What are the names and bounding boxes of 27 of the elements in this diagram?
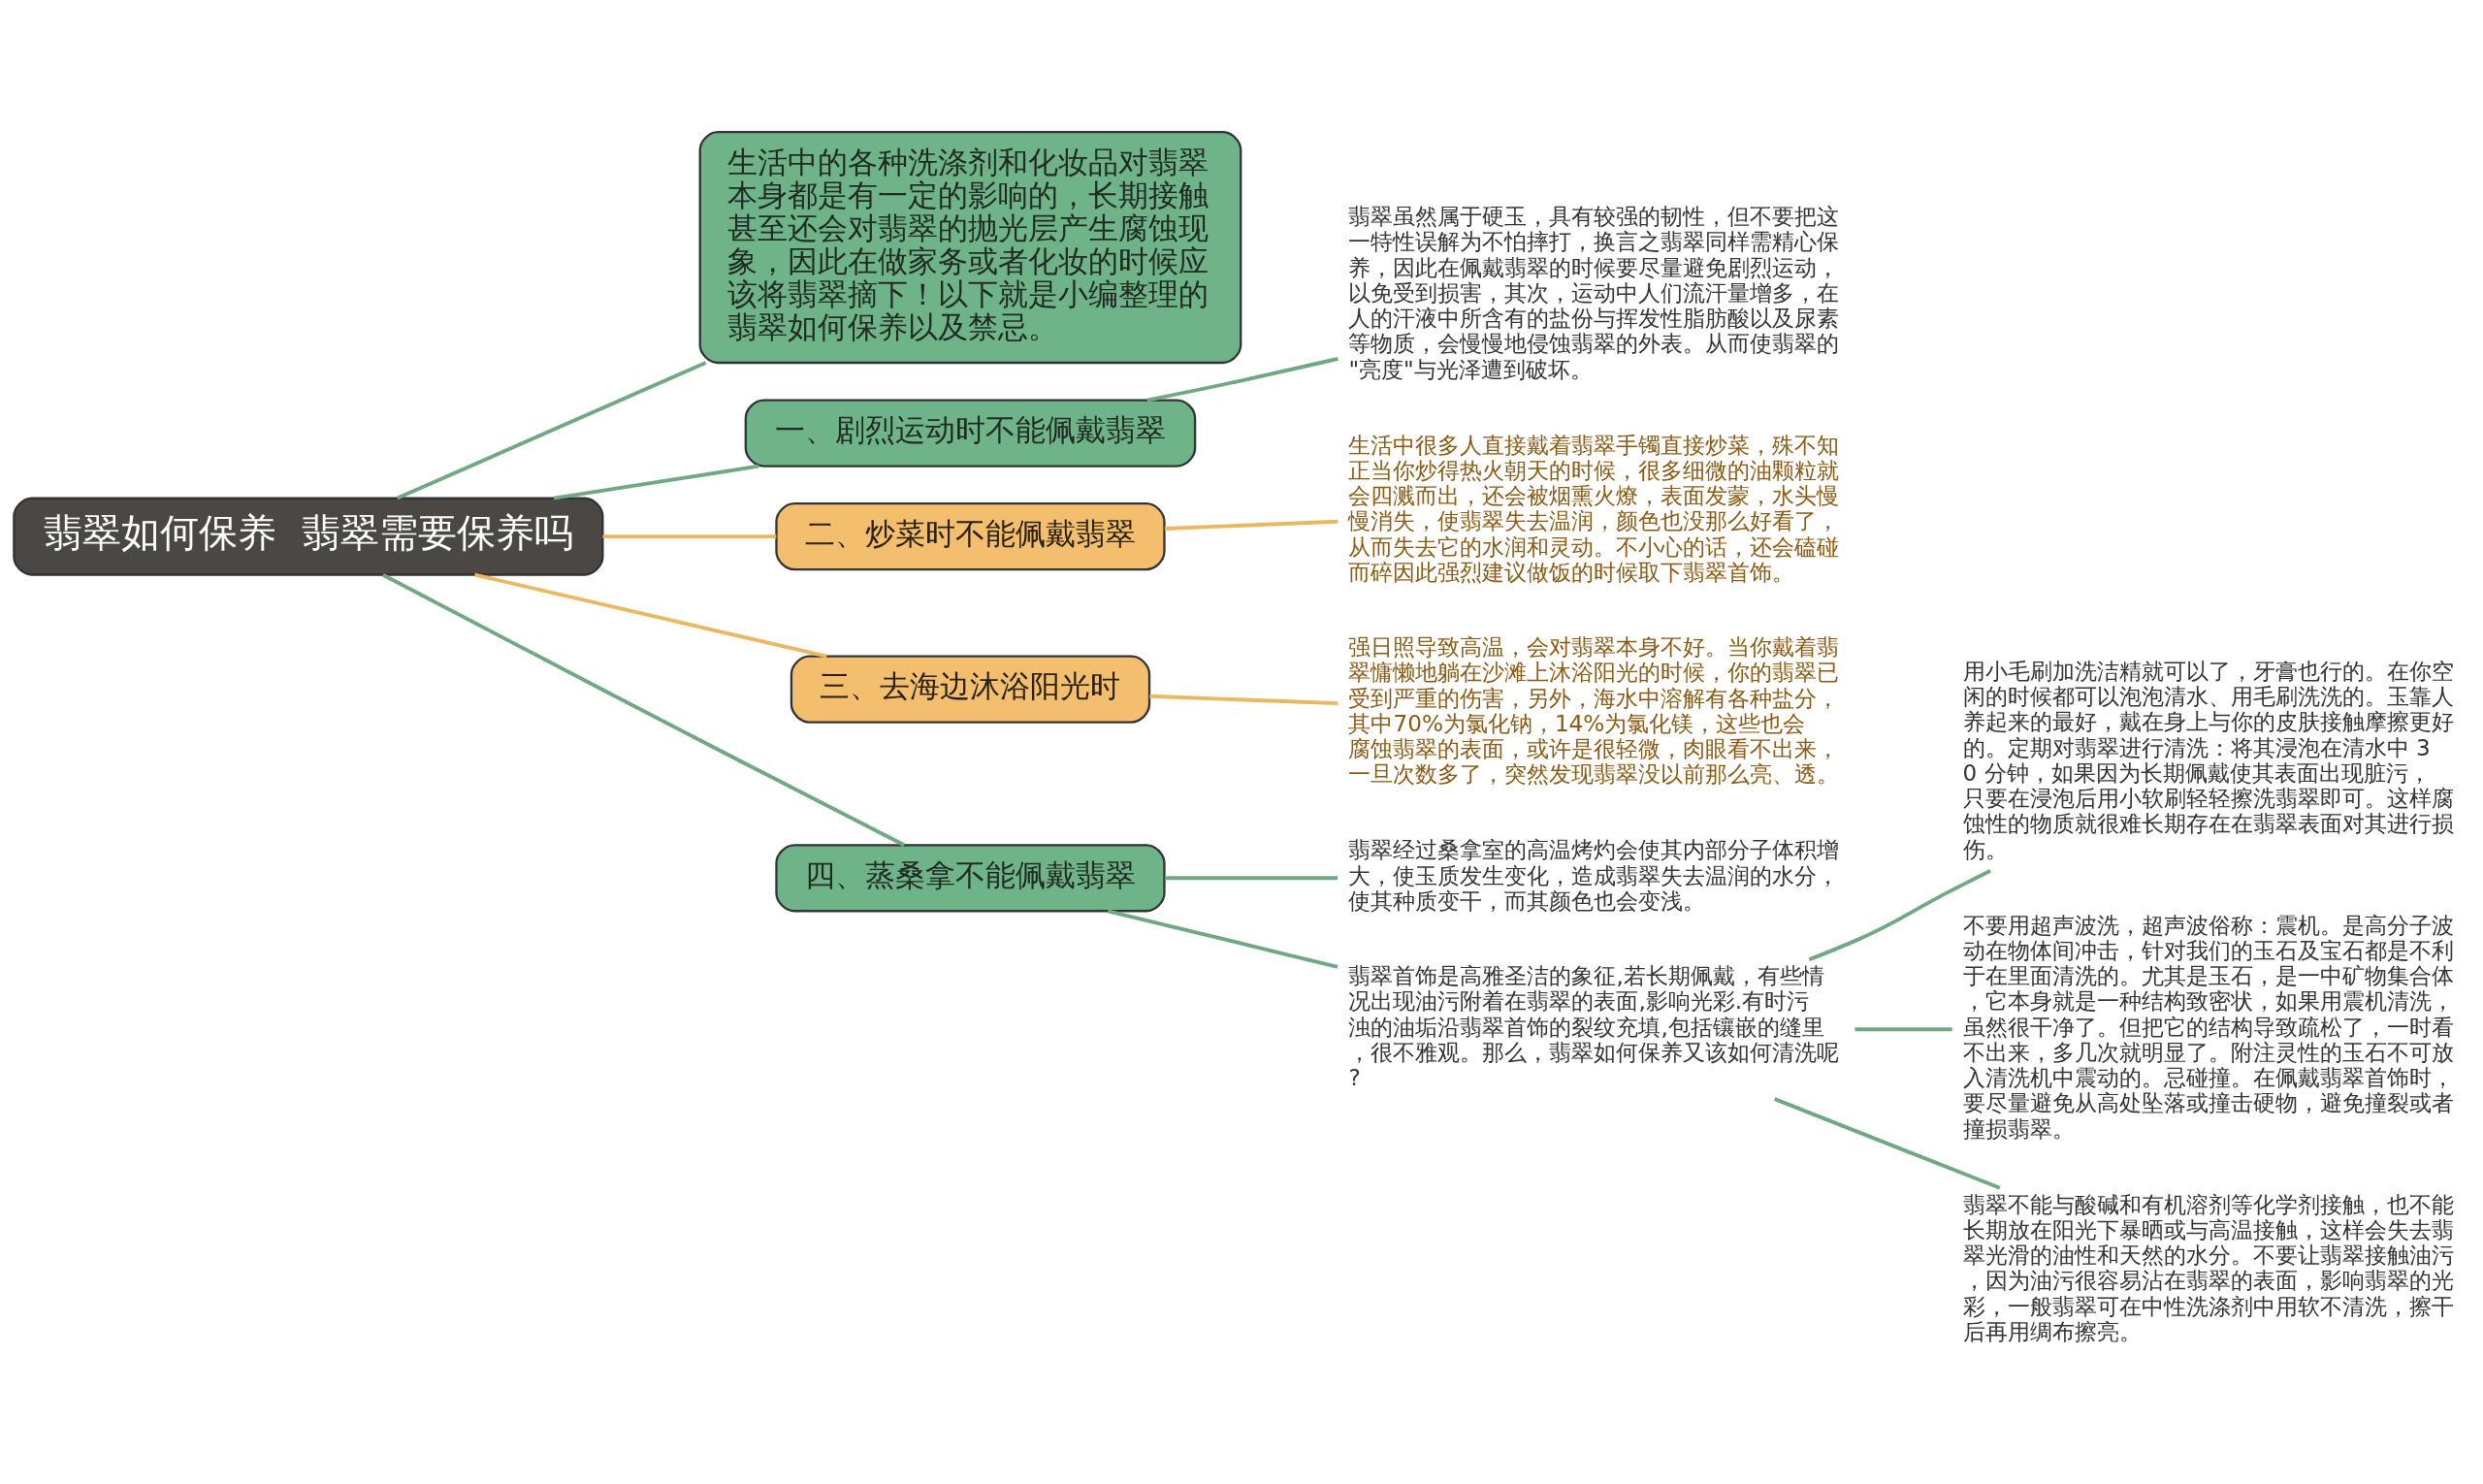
connector <box>1774 1096 2001 1190</box>
node-box: 四、蒸桑拿不能佩戴翡翠 <box>775 843 1166 912</box>
connector <box>553 464 759 500</box>
connector <box>382 572 906 847</box>
node-box: 三、去海边沐浴阳光时 <box>790 655 1151 724</box>
connector <box>1808 868 1991 961</box>
node-text: 翡翠不能与酸碱和有机溶剂等化学剂接触，也不能长期放在阳光下暴晒或与高温接触，这样会失去翡翠光滑的油性和天然的水分。不要让翡翠接触油污，因为油污很容易沾在翡翠的表面，影响翡翠的光彩，一般翡翠可在中性洗涤剂中用软不清洗，擦干后再用绸布擦亮。 <box>1962 1191 2454 1344</box>
connector <box>602 533 777 538</box>
connector <box>1149 694 1338 705</box>
node-text: 强日照导致高温，会对翡翠本身不好。当你戴着翡翠慵懒地躺在沙滩上沐浴阳光的时候，你的翡翠已受到严重的伤害，另外，海水中溶解有各种盐分，其中70%为氯化钠，14%为氯化镁，这些也会腐蚀翡翠的表面，或许是很轻微，肉眼看不出来，一旦次数多了，突然发现翡翠没以前那么亮、透。 <box>1348 633 1840 787</box>
node-text: 翡翠经过桑拿室的高温烤灼会使其内部分子体积增大，使玉质发生变化，造成翡翠失去温润的水分，使其种质变干，而其颜色也会变浅。 <box>1348 836 1840 914</box>
node-text: 翡翠首饰是高雅圣洁的象征,若长期佩戴，有些情况出现油污附着在翡翠的表面,影响光彩.有时污浊的油垢沿翡翠首饰的裂纹充填,包括镶嵌的缝里，很不雅观。那么，翡翠如何保养又该如何清洗呢? <box>1348 962 1840 1090</box>
node-text: 生活中很多人直接戴着翡翠手镯直接炒菜，殊不知正当你炒得热火朝天的时候，很多细微的油颗粒就会四溅而出，还会被烟熏火燎，表面发蒙，水头慢慢消失，使翡翠失去温润，颜色也没那么好看了，从而失去它的水润和灵动。不小心的话，还会磕碰而碎因此强烈建议做饭的时候取下翡翠首饰。 <box>1348 432 1840 585</box>
node-box: 翡翠如何保养 翡翠需要保养吗 <box>13 497 604 576</box>
node-box: 二、炒菜时不能佩戴翡翠 <box>775 501 1166 570</box>
node-text: 翡翠虽然属于硬玉，具有较强的韧性，但不要把这一特性误解为不怕摔打，换言之翡翠同样需精心保养，因此在佩戴翡翠的时候要尽量避免剧烈运动，以免受到损害，其次，运动中人们流汗量增多，在人的汗液中所含有的盐份与挥发性脂肪酸以及尿素等物质，会慢慢地侵蚀翡翠的外表。从而使翡翠的"亮度"与光泽遭到破坏。 <box>1348 203 1840 382</box>
connector <box>474 572 827 659</box>
connector <box>1164 875 1338 880</box>
node-text: 用小毛刷加洗洁精就可以了，牙膏也行的。在你空闲的时候都可以泡泡清水、用毛刷洗洗的。玉靠人养起来的最好，戴在身上与你的皮肤接触摩擦更好的。定期对翡翠进行清洗：将其浸泡在清水中 30 分钟，如果因为长期佩戴使其表面出现脏污，只要在浸泡后用小软刷轻轻擦洗翡翠即可。这样腐蚀性的物质就很难长期存在在翡翠表面对其进行损伤。 <box>1962 658 2454 862</box>
connector <box>1854 1026 1952 1031</box>
connector <box>1164 519 1338 531</box>
connector <box>396 360 707 500</box>
connector <box>1107 908 1338 969</box>
node-box: 一、剧烈运动时不能佩戴翡翠 <box>744 398 1197 468</box>
node-text: 不要用超声波洗，超声波俗称：震机。是高分子波动在物体间冲击，针对我们的玉石及宝石都是不利于在里面清洗的。尤其是玉石，是一中矿物集合体，它本身就是一种结构致密状，如果用震机清洗，虽然很干净了。但把它的结构导致疏松了，一时看不出来，多几次就明显了。附注灵性的玉石不可放入清洗机中震动的。忌碰撞。在佩戴翡翠首饰时，要尽量避免从高处坠落或撞击硬物，避免撞裂或者撞损翡翠。 <box>1962 912 2454 1142</box>
node-box: 生活中的各种洗涤剂和化妆品对翡翠本身都是有一定的影响的，长期接触甚至还会对翡翠的抛光层产生腐蚀现象，因此在做家务或者化妆的时候应该将翡翠摘下！以下就是小编整理的翡翠如何保养以及禁忌。 <box>698 130 1242 364</box>
connector <box>1146 356 1338 402</box>
